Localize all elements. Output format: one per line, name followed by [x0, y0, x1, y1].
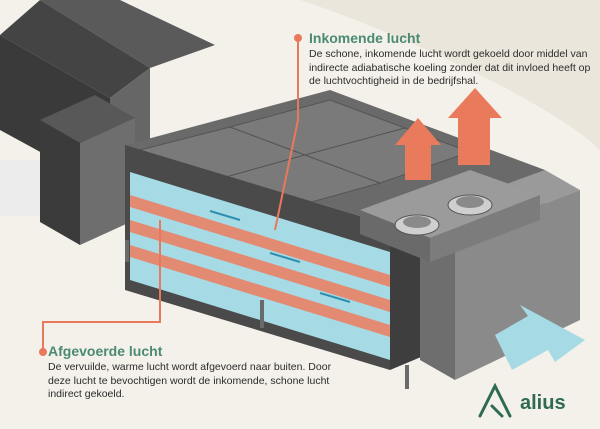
- afgevoerde-lucht-callout: Afgevoerde lucht De vervuilde, warme luc…: [48, 343, 348, 402]
- support-legs: [125, 240, 409, 389]
- airflow-arrow-icon: [395, 88, 502, 180]
- callout-title: Inkomende lucht: [309, 30, 421, 46]
- callout-text: De vervuilde, warme lucht wordt afgevoer…: [48, 361, 332, 400]
- airflow-arrow-icon: [495, 305, 585, 370]
- callout-connector: [42, 38, 299, 352]
- callout-dot-icon: [39, 34, 302, 356]
- connector-box: [40, 95, 135, 245]
- airflow-arrow-icon: [209, 210, 351, 303]
- alius-logo-icon: [478, 382, 512, 418]
- inkomende-lucht-callout: Inkomende lucht De schone, inkomende luc…: [309, 30, 594, 89]
- fan-icon: [394, 214, 440, 236]
- callout-text: De schone, inkomende lucht wordt gekoeld…: [309, 48, 591, 87]
- brand-name: alius: [520, 392, 566, 414]
- fan-icon: [447, 194, 493, 216]
- callout-title: Afgevoerde lucht: [48, 343, 163, 359]
- background-curve: [300, 0, 600, 150]
